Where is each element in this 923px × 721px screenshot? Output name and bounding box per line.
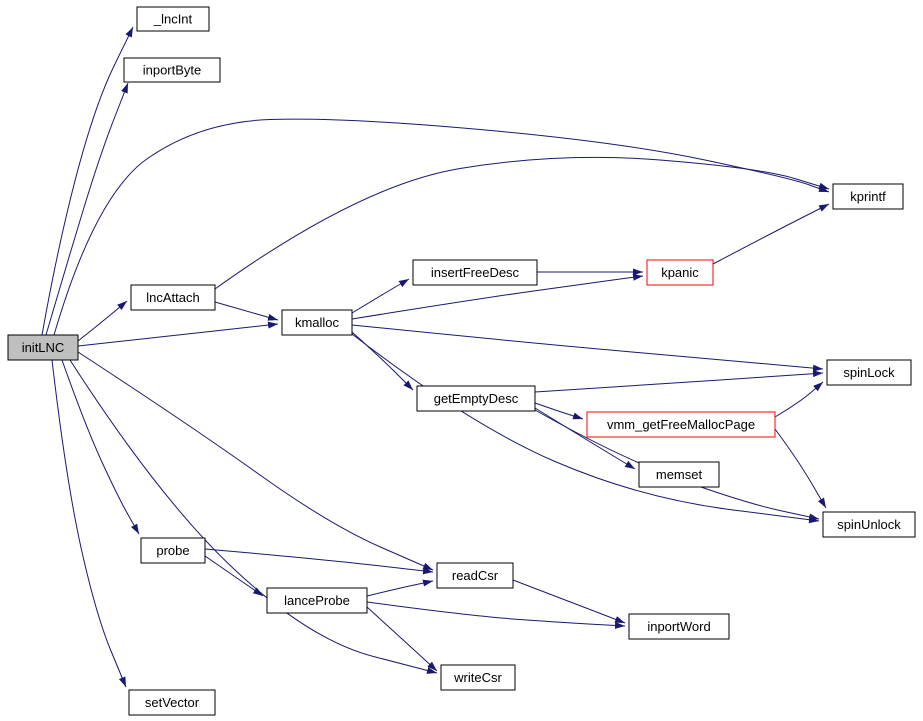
node-setVector[interactable]: setVector (128, 689, 216, 716)
node-box-spinUnlock (822, 511, 916, 538)
edge-kmalloc-getEmptyDesc (351, 331, 414, 391)
node-label-spinLock: spinLock (843, 365, 895, 380)
edge-lanceProbe-readCsr (366, 579, 434, 597)
edge-getEmptyDesc-vmm_getFreeMallocPage (534, 402, 584, 420)
nodes-layer: initLNC _lncInt inportByte lncAttach kmalloc… (7, 6, 916, 716)
edge-initLNC-_lncInt (41, 26, 134, 336)
node-label-readCsr: readCsr (452, 568, 499, 583)
node-label-insertFreeDesc: insertFreeDesc (431, 265, 520, 280)
edge-initLNC-probe (61, 359, 140, 535)
node-label-lanceProbe: lanceProbe (284, 593, 350, 608)
edge-initLNC-lncAttach (77, 300, 128, 342)
node-getEmptyDesc[interactable]: getEmptyDesc (416, 385, 536, 412)
node-label-spinUnlock: spinUnlock (837, 517, 901, 532)
node-box-lanceProbe (266, 587, 368, 614)
edge-getEmptyDesc-spinLock (534, 370, 824, 393)
node-memset[interactable]: memset (638, 461, 720, 488)
edge-lncAttach-kprintf (214, 156, 830, 290)
node-label-probe: probe (156, 543, 189, 558)
edge-initLNC-setVector (51, 359, 127, 688)
edge-initLNC-kmalloc (77, 321, 279, 347)
node-probe[interactable]: probe (140, 537, 206, 564)
node-box-_lncInt (136, 6, 210, 32)
node-lanceProbe[interactable]: lanceProbe (266, 587, 368, 614)
node-box-getEmptyDesc (416, 385, 536, 412)
node-label-vmm_getFreeMallocPage: vmm_getFreeMallocPage (607, 417, 755, 432)
node-box-kmalloc (281, 309, 353, 336)
node-box-readCsr (436, 562, 514, 589)
node-box-spinLock (826, 359, 912, 386)
node-label-inportWord: inportWord (647, 619, 710, 634)
node-box-probe (140, 537, 206, 564)
node-readCsr[interactable]: readCsr (436, 562, 514, 589)
node-insertFreeDesc[interactable]: insertFreeDesc (412, 259, 538, 286)
node-box-vmm_getFreeMallocPage (586, 411, 776, 438)
node-label-memset: memset (656, 467, 703, 482)
edge-lanceProbe-inportWord (366, 601, 626, 629)
node-label-kprintf: kprintf (850, 189, 886, 204)
node-box-initLNC (7, 334, 79, 361)
node-spinUnlock[interactable]: spinUnlock (822, 511, 916, 538)
node-label-kpanic: kpanic (661, 265, 699, 280)
node-writeCsr[interactable]: writeCsr (440, 664, 516, 691)
edge-initLNC-writeCsr (69, 359, 438, 674)
node-label-_lncInt: _lncInt (153, 12, 193, 27)
node-box-inportByte (123, 57, 221, 83)
node-label-initLNC: initLNC (22, 340, 65, 355)
node-kpanic[interactable]: kpanic (646, 259, 714, 286)
edge-initLNC-inportByte (45, 82, 129, 336)
node-box-insertFreeDesc (412, 259, 538, 286)
edge-kmalloc-insertFreeDesc (351, 278, 410, 314)
node-box-setVector (128, 689, 216, 716)
node-label-setVector: setVector (145, 695, 200, 710)
node-vmm_getFreeMallocPage[interactable]: vmm_getFreeMallocPage (586, 411, 776, 438)
edge-kmalloc-kpanic (351, 273, 644, 320)
node-label-writeCsr: writeCsr (453, 670, 502, 685)
node-box-memset (638, 461, 720, 488)
edge-probe-readCsr (204, 548, 434, 575)
edge-readCsr-inportWord (512, 579, 626, 624)
edge-lanceProbe-writeCsr (366, 606, 438, 672)
edge-getEmptyDesc-memset (534, 407, 636, 470)
node-box-inportWord (628, 613, 730, 640)
edge-vmm_getFreeMallocPage-spinLock (774, 381, 824, 418)
node-label-kmalloc: kmalloc (295, 315, 340, 330)
node-spinLock[interactable]: spinLock (826, 359, 912, 386)
node-box-writeCsr (440, 664, 516, 691)
node-label-inportByte: inportByte (143, 63, 202, 78)
node-_lncInt[interactable]: _lncInt (136, 6, 210, 32)
edge-lncAttach-kmalloc (214, 301, 279, 321)
node-box-lncAttach (130, 284, 216, 311)
node-kmalloc[interactable]: kmalloc (281, 309, 353, 336)
node-inportByte[interactable]: inportByte (123, 57, 221, 83)
node-box-kprintf (832, 183, 904, 210)
node-label-lncAttach: lncAttach (146, 290, 199, 305)
node-box-kpanic (646, 259, 714, 286)
node-label-getEmptyDesc: getEmptyDesc (434, 391, 519, 406)
edges-layer (41, 26, 830, 688)
edge-initLNC-kprintf (53, 118, 830, 336)
node-inportWord[interactable]: inportWord (628, 613, 730, 640)
edge-kmalloc-spinUnlock (351, 333, 820, 524)
node-kprintf[interactable]: kprintf (832, 183, 904, 210)
node-initLNC[interactable]: initLNC (7, 334, 79, 361)
edge-probe-lanceProbe (204, 555, 264, 597)
edge-kmalloc-spinLock (351, 324, 824, 372)
edge-kpanic-kprintf (712, 203, 830, 265)
node-lncAttach[interactable]: lncAttach (130, 284, 216, 311)
edge-initLNC-readCsr (77, 351, 434, 571)
edge-vmm_getFreeMallocPage-spinUnlock (774, 428, 827, 509)
